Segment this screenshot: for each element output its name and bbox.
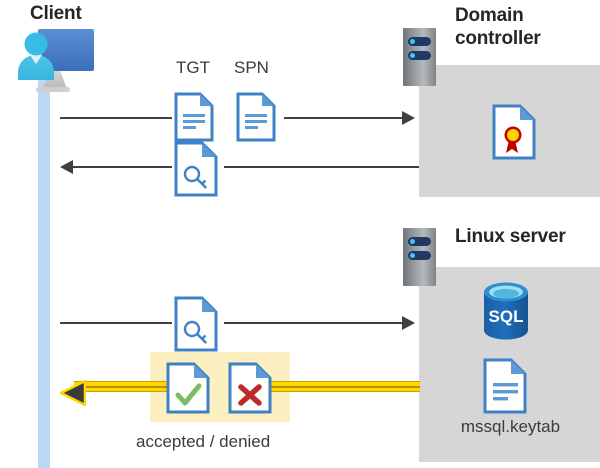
- sql-label: SQL: [489, 307, 524, 326]
- service-request-line-right: [224, 322, 402, 324]
- denied-document-icon: [228, 362, 274, 419]
- domain-controller-title: Domain controller: [455, 5, 541, 49]
- certificate-document-icon: [492, 104, 536, 165]
- sql-database-icon: SQL: [477, 280, 535, 347]
- accepted-document-icon: [166, 362, 212, 419]
- rack-slot: [408, 51, 431, 60]
- request-line-right: [284, 117, 402, 119]
- rack-slot: [408, 37, 431, 46]
- linux-server-rack-icon: [403, 228, 436, 286]
- accepted-denied-label: accepted / denied: [136, 432, 271, 451]
- ticket-key-document-icon: [174, 141, 218, 197]
- service-ticket-key-document-icon: [174, 296, 218, 352]
- service-request-arrowhead: [402, 316, 415, 330]
- gold-arrowhead: [59, 379, 87, 411]
- service-request-line-left: [60, 322, 172, 324]
- linux-server-title: Linux server: [455, 226, 566, 247]
- ticket-line-right: [224, 166, 419, 168]
- keytab-document-icon: [483, 358, 529, 419]
- ticket-line-left: [72, 166, 172, 168]
- gold-arrow-segment-right: [268, 381, 420, 392]
- tgt-document-icon: [174, 92, 214, 142]
- client-title: Client: [30, 3, 82, 24]
- keytab-filename-label: mssql.keytab: [460, 417, 561, 436]
- ticket-arrowhead: [60, 160, 73, 174]
- client-workstation-icon: [6, 25, 98, 97]
- tgt-label: TGT: [176, 58, 210, 77]
- request-line-left: [60, 117, 172, 119]
- spn-document-icon: [236, 92, 276, 142]
- request-arrowhead: [402, 111, 415, 125]
- rack-slot: [408, 251, 431, 260]
- client-lifeline: [38, 62, 50, 468]
- gold-arrow-segment-left: [74, 381, 170, 392]
- rack-slot: [408, 237, 431, 246]
- spn-label: SPN: [234, 58, 269, 77]
- domain-controller-rack-icon: [403, 28, 436, 86]
